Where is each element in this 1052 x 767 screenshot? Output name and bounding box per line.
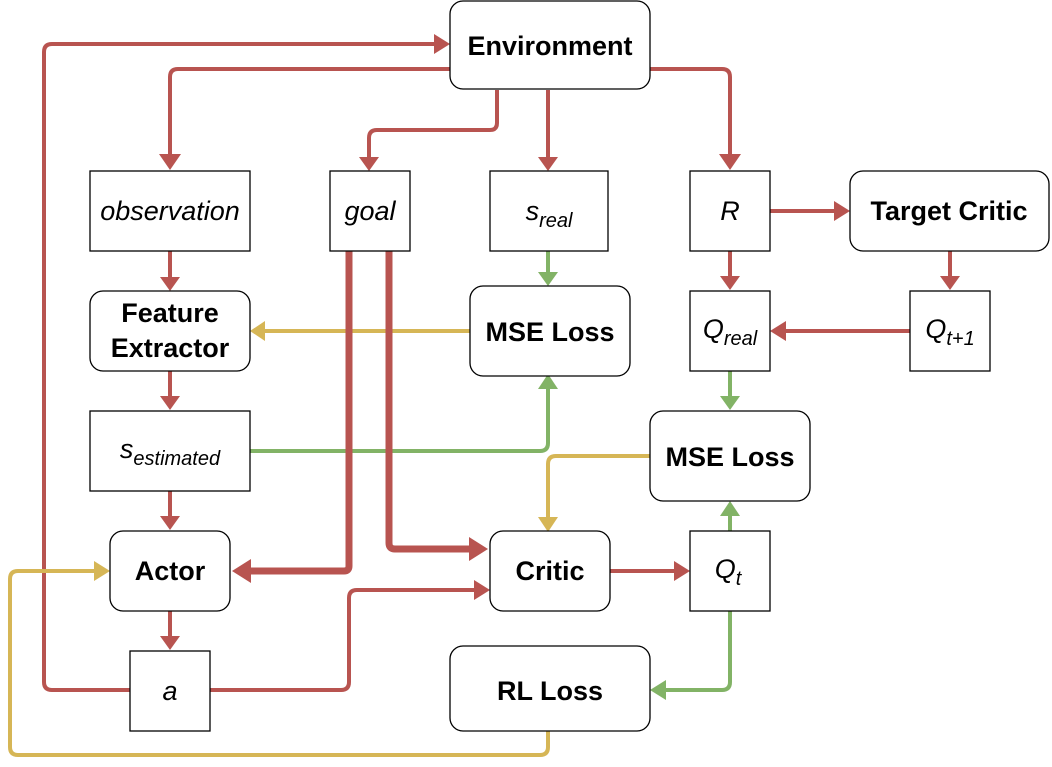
arrowhead — [434, 34, 450, 54]
node-q-real: Qreal — [689, 290, 771, 372]
node-s-real: sreal — [489, 170, 609, 252]
node-goal: goal — [329, 170, 411, 252]
q-next-box — [909, 290, 991, 372]
arrowhead — [720, 276, 740, 290]
arrowhead — [160, 277, 180, 291]
node-observation: observation — [89, 170, 251, 252]
arrowhead — [538, 272, 558, 286]
environment-box — [449, 0, 651, 90]
actor-label: Actor — [135, 556, 206, 586]
a-box — [129, 650, 211, 732]
edge-environment-goal — [367, 90, 499, 158]
arrowhead — [650, 680, 666, 700]
arrowhead — [160, 636, 180, 650]
node-s-estimated: sestimated — [89, 410, 251, 492]
actor-box — [109, 530, 231, 612]
r-box — [689, 170, 771, 252]
q-real-label: Qreal — [703, 314, 758, 350]
node-feature-extractor: Feature Extractor — [89, 290, 251, 372]
goal-box — [329, 170, 411, 252]
mse-loss-state-box — [469, 285, 631, 377]
q-next-label: Qt+1 — [925, 314, 974, 350]
node-q-t: Qt — [689, 530, 771, 612]
arrowhead — [232, 559, 251, 583]
arrowhead — [720, 501, 740, 516]
mse-loss-state-label: MSE Loss — [485, 317, 614, 347]
node-r: R — [689, 170, 771, 252]
mse-loss-q-box — [649, 410, 811, 502]
environment-label: Environment — [467, 31, 632, 61]
s-real-label: sreal — [526, 196, 573, 232]
arrowhead — [720, 396, 740, 410]
edge-goal-actor — [250, 251, 353, 575]
s-estimated-box — [89, 410, 251, 492]
node-target-critic: Target Critic — [849, 170, 1050, 252]
goal-label: goal — [344, 196, 396, 226]
node-actor: Actor — [109, 530, 231, 612]
edge-a-environment — [42, 42, 435, 692]
r-label: R — [720, 196, 740, 226]
arrowhead — [674, 561, 690, 581]
target-critic-label: Target Critic — [870, 196, 1027, 226]
edge-mselossq-critic — [546, 454, 650, 518]
target-critic-box — [849, 170, 1050, 252]
edge-environment-r — [650, 67, 732, 155]
edges — [8, 34, 960, 757]
arrowhead — [159, 154, 181, 170]
q-t-label: Qt — [715, 554, 743, 590]
node-mse-loss-q: MSE Loss — [649, 410, 811, 502]
arrowhead — [160, 396, 180, 410]
node-a: a — [129, 650, 211, 732]
arrowhead — [770, 321, 786, 341]
critic-label: Critic — [515, 556, 584, 586]
mse-loss-q-label: MSE Loss — [665, 442, 794, 472]
node-critic: Critic — [489, 530, 611, 612]
arrowhead — [160, 516, 180, 530]
arrowhead — [719, 154, 741, 170]
feature-extractor-label-line1: Feature — [121, 298, 219, 328]
rl-loss-box — [449, 645, 651, 732]
arrowhead — [538, 374, 558, 389]
arrowhead — [538, 157, 558, 171]
node-mse-loss-state: MSE Loss — [469, 285, 631, 377]
node-rl-loss: RL Loss — [449, 645, 651, 732]
q-t-box — [689, 530, 771, 612]
q-real-box — [689, 290, 771, 372]
edge-sestimated-mseloss — [250, 388, 550, 453]
edge-rlloss-actor — [8, 569, 550, 757]
s-estimated-label: sestimated — [120, 434, 221, 470]
critic-box — [489, 530, 611, 612]
node-environment: Environment — [449, 0, 651, 90]
arrowhead — [474, 580, 490, 600]
arrowhead — [834, 201, 850, 221]
node-q-next: Qt+1 — [909, 290, 991, 372]
edge-goal-critic — [385, 251, 470, 553]
edge-qt-rlloss — [665, 611, 732, 692]
edge-environment-observation — [168, 67, 450, 155]
s-real-box — [489, 170, 609, 252]
arrowhead — [940, 276, 960, 290]
arrowhead — [359, 157, 379, 171]
edge-a-critic — [210, 588, 475, 692]
feature-extractor-label-line2: Extractor — [111, 333, 230, 363]
arrowhead — [94, 561, 110, 581]
a-label: a — [162, 676, 177, 706]
observation-label: observation — [100, 196, 240, 226]
arrowhead — [538, 517, 558, 532]
feature-extractor-box — [89, 290, 251, 372]
observation-box — [89, 170, 251, 252]
rl-loss-label: RL Loss — [497, 676, 603, 706]
arrowhead — [469, 537, 488, 561]
arrowhead — [250, 321, 265, 341]
